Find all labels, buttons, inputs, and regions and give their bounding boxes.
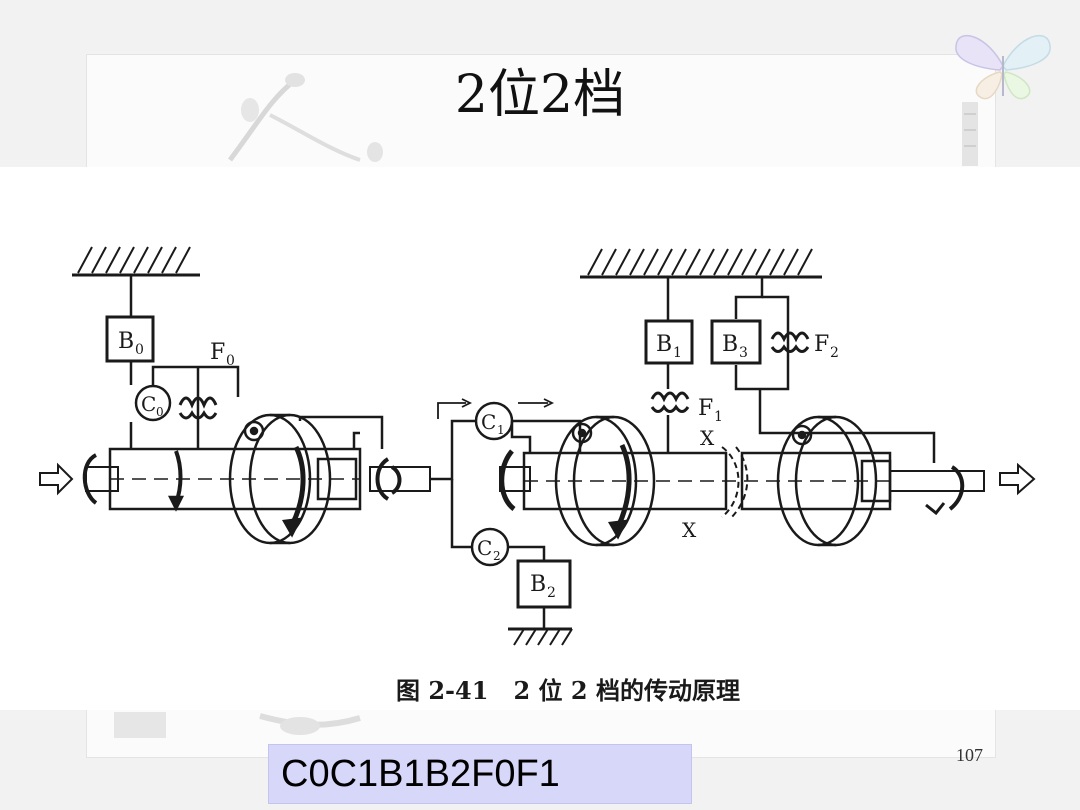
svg-text:C: C	[477, 536, 492, 560]
one-way-clutch-f0: F 0	[178, 340, 235, 420]
clutch-c0: C 0	[134, 384, 172, 422]
ground-left	[72, 246, 200, 277]
flower-branch-decoration-bottom	[114, 712, 361, 738]
svg-text:0: 0	[156, 405, 164, 419]
page-number: 107	[956, 745, 983, 765]
svg-text:0: 0	[226, 353, 235, 369]
shaft-break-x: X X	[682, 426, 749, 542]
one-way-clutch-f1: F 1	[650, 391, 723, 425]
svg-text:2: 2	[830, 345, 839, 361]
one-way-clutch-f2: F 2	[770, 331, 839, 361]
svg-text:F: F	[210, 340, 225, 365]
svg-text:B: B	[118, 329, 134, 354]
clutch-c1: C 1	[474, 401, 514, 441]
right-shaft	[499, 451, 985, 511]
component-summary-text: C0C1B1B2F0F1	[281, 753, 560, 795]
svg-text:X: X	[700, 426, 715, 450]
brake-b1: B 1	[644, 319, 694, 365]
figure-caption: 图 2-41 2 位 2 档的传动原理	[396, 676, 740, 705]
clutch-c2: C 2	[470, 527, 510, 567]
svg-text:B: B	[656, 332, 672, 357]
svg-text:B: B	[530, 572, 546, 597]
output-arrow	[999, 462, 1036, 496]
planetary-ring-left	[228, 413, 332, 545]
input-arrow	[39, 462, 74, 496]
svg-text:1: 1	[497, 423, 505, 437]
flower-branch-decoration	[227, 73, 383, 162]
svg-text:3: 3	[739, 345, 748, 361]
svg-text:F: F	[814, 332, 829, 357]
planetary-ring-right-1	[554, 415, 656, 547]
brake-b3: B 3	[710, 319, 762, 365]
svg-text:C: C	[481, 410, 496, 434]
brake-b2: B 2	[508, 559, 573, 646]
svg-text:1: 1	[673, 345, 682, 361]
planetary-ring-right-2	[776, 415, 878, 547]
svg-text:C: C	[141, 392, 156, 416]
side-text-decoration	[962, 102, 978, 166]
transmission-diagram: B 0 C 0 F 0	[39, 246, 1036, 705]
butterfly-logo	[955, 35, 1051, 100]
middle-shaft	[369, 457, 438, 501]
left-shaft	[85, 447, 362, 511]
svg-text:2: 2	[493, 549, 501, 563]
ground-right	[580, 248, 822, 279]
svg-text:0: 0	[135, 342, 144, 358]
svg-text:B: B	[722, 332, 738, 357]
slide-title: 2位2档	[454, 65, 626, 125]
component-summary-box: C0C1B1B2F0F1	[268, 744, 692, 804]
brake-b0: B 0	[105, 315, 155, 363]
svg-text:2: 2	[547, 585, 556, 601]
svg-text:X: X	[682, 518, 697, 542]
svg-text:1: 1	[714, 409, 723, 425]
transmission-diagram-panel: B 0 C 0 F 0	[0, 167, 1080, 710]
svg-text:F: F	[698, 396, 713, 421]
